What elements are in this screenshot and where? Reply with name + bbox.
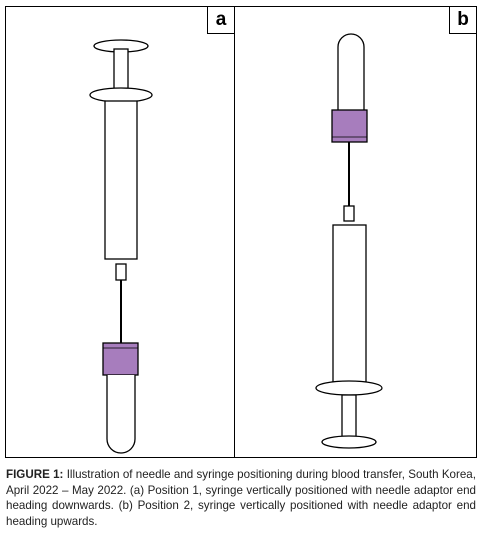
panel-a-illustration [89,39,153,454]
blood-tube-icon [106,375,136,454]
finger-flange [315,380,383,396]
syringe-icon [315,205,383,449]
panel-b-illustration [315,33,383,449]
panel-label-a: a [207,6,235,34]
caption-text: Illustration of needle and syringe posit… [6,468,476,528]
panel-label-b: b [449,6,477,34]
figure: a b [5,6,477,458]
figure-caption: FIGURE 1: Illustration of needle and syr… [6,467,476,529]
syringe-tip [343,205,355,222]
panel-a: a [5,6,235,458]
plunger-rod [341,394,357,440]
syringe-barrel [332,224,367,386]
syringe-icon [89,39,153,281]
plunger-rod [113,48,129,90]
caption-prefix: FIGURE 1: [6,468,64,481]
panel-b: b [234,6,477,458]
needle-adaptor-icon [102,342,139,376]
blood-tube-icon [337,33,365,118]
plunger-disc [321,435,377,449]
syringe-tip [115,263,127,281]
finger-flange [89,87,153,103]
syringe-barrel [104,100,138,260]
needle-adaptor-icon [331,109,368,143]
